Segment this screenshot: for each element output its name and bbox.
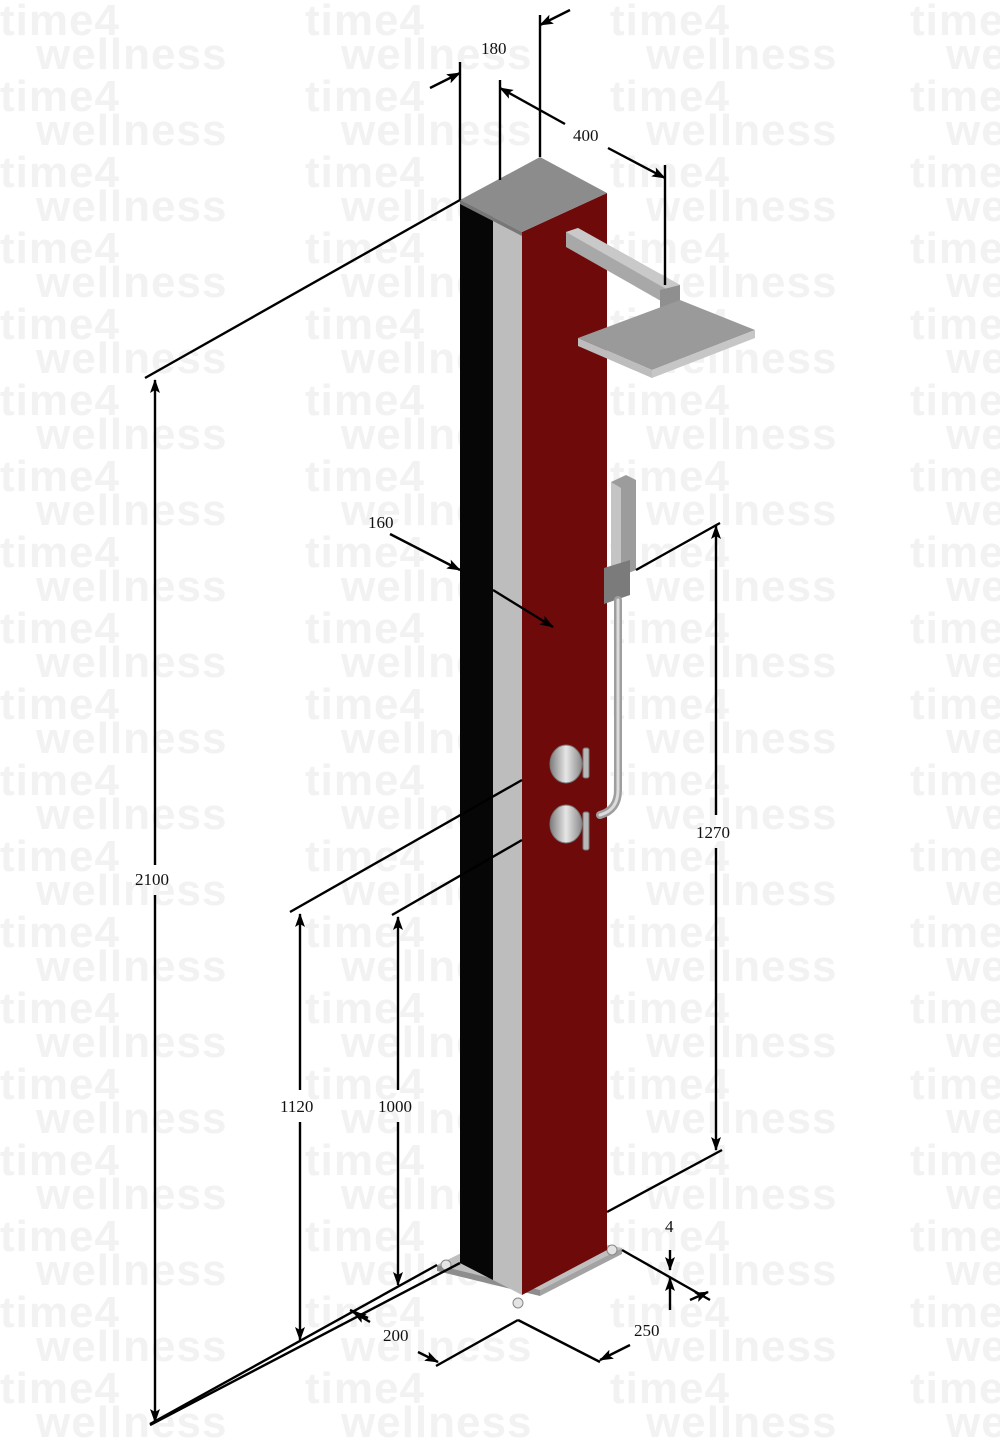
hand-shower — [596, 475, 636, 819]
dimension-400: 400 — [573, 126, 599, 145]
column-top-cap — [460, 157, 607, 232]
bolt-icon — [606, 1244, 618, 1256]
dimension-2100: 2100 — [135, 870, 169, 889]
dimension-180: 180 — [481, 39, 507, 58]
column-front-face — [522, 193, 607, 1295]
dimension-4: 4 — [665, 1217, 674, 1236]
bolt-icon — [512, 1297, 524, 1309]
dimension-160: 160 — [368, 513, 394, 532]
column-left-face — [460, 200, 493, 1280]
dimension-1120: 1120 — [280, 1097, 314, 1116]
rain-head — [578, 300, 755, 370]
dimension-200: 200 — [383, 1326, 409, 1345]
thermostat-knob-icon — [549, 744, 583, 784]
diverter-knob-icon — [549, 804, 583, 844]
mixer-controls — [549, 744, 590, 851]
dimension-250: 250 — [634, 1321, 660, 1340]
dimension-1000: 1000 — [378, 1097, 412, 1116]
column-grey-strip — [493, 217, 522, 1295]
column — [460, 157, 607, 1295]
dimension-1270: 1270 — [696, 823, 730, 842]
overhead-shower — [566, 228, 755, 378]
dimension-lines — [144, 8, 723, 1427]
